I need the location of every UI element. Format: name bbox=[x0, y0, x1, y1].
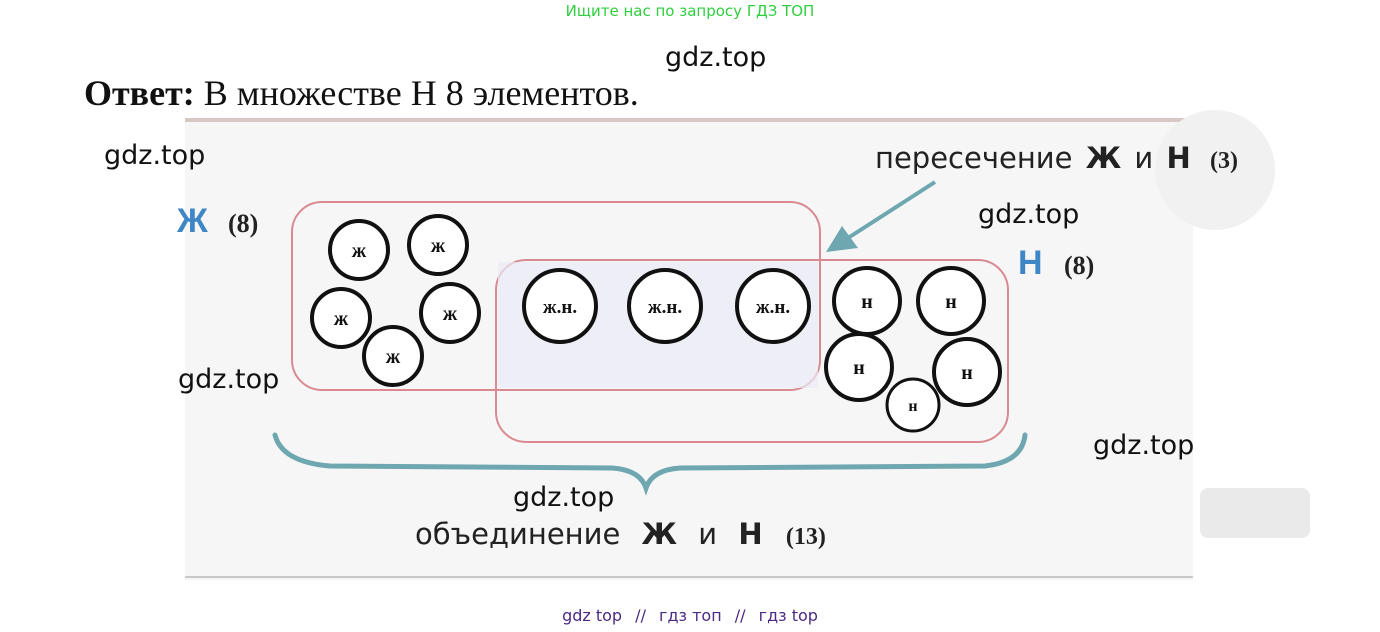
element-circle bbox=[735, 268, 811, 344]
watermark: gdz.top bbox=[1093, 430, 1195, 461]
union-label: объединение Ж и Н (13) bbox=[415, 517, 826, 551]
union-set-a: Ж bbox=[642, 517, 678, 551]
element-label: ж bbox=[386, 346, 401, 368]
set-n-letter: Н bbox=[1018, 244, 1043, 282]
set-zh-count: (8) bbox=[228, 209, 258, 238]
element-zh-n: ж.н. bbox=[735, 268, 811, 344]
footer-link[interactable]: gdz top bbox=[562, 606, 623, 625]
footer-link[interactable]: гдз top bbox=[758, 606, 818, 625]
union-conj: и bbox=[698, 517, 717, 551]
element-label: н bbox=[853, 357, 865, 379]
element-zh: ж bbox=[362, 325, 424, 387]
answer-line: Ответ: В множестве Н 8 элементов. bbox=[84, 72, 639, 114]
watermark: gdz.top bbox=[978, 199, 1080, 230]
element-circle bbox=[522, 268, 598, 344]
intersection-arrow-shaft bbox=[846, 180, 937, 240]
answer-label: Ответ: bbox=[84, 73, 195, 113]
watermark: gdz.top bbox=[665, 42, 767, 73]
element-n: н bbox=[885, 377, 941, 433]
element-circle bbox=[328, 219, 390, 281]
element-circle bbox=[824, 332, 894, 402]
element-label: ж bbox=[443, 303, 458, 325]
element-label: н bbox=[908, 398, 917, 415]
answer-text: В множестве Н 8 элементов. bbox=[203, 73, 639, 113]
union-brace bbox=[272, 432, 1028, 496]
element-n: н bbox=[824, 332, 894, 402]
watermark: gdz.top bbox=[513, 482, 615, 513]
element-circle bbox=[310, 287, 372, 349]
element-label: н bbox=[861, 291, 873, 313]
top-banner[interactable]: Ищите нас по запросу ГДЗ ТОП bbox=[565, 2, 815, 20]
intersection-count: (3) bbox=[1210, 148, 1238, 174]
element-zh-n: ж.н. bbox=[522, 268, 598, 344]
element-label: ж.н. bbox=[756, 297, 790, 318]
element-zh: ж bbox=[310, 287, 372, 349]
element-label: ж bbox=[334, 308, 349, 330]
element-circle bbox=[932, 337, 1002, 407]
intersection-set-b: Н bbox=[1166, 141, 1190, 175]
element-zh: ж bbox=[419, 282, 481, 344]
intersection-label: пересечение Ж и Н (3) bbox=[875, 141, 1238, 175]
faded-box bbox=[1200, 488, 1310, 538]
element-circle bbox=[419, 282, 481, 344]
watermark: gdz.top bbox=[178, 364, 280, 395]
set-zh-letter: Ж bbox=[176, 202, 208, 240]
element-label: ж bbox=[431, 235, 446, 257]
faded-circle bbox=[1155, 110, 1275, 230]
union-count: (13) bbox=[786, 524, 826, 550]
element-n: н bbox=[916, 266, 986, 336]
element-label: н bbox=[945, 291, 957, 313]
footer-separator: // bbox=[635, 606, 646, 625]
union-set-b: Н bbox=[738, 517, 762, 551]
element-circle bbox=[627, 268, 703, 344]
footer-link[interactable]: гдз топ bbox=[659, 606, 722, 625]
intersection-prefix: пересечение bbox=[875, 141, 1072, 175]
watermark: gdz.top bbox=[104, 140, 206, 171]
set-zh-outline bbox=[291, 201, 821, 391]
element-n: н bbox=[832, 266, 902, 336]
intersection-set-a: Ж bbox=[1086, 141, 1122, 175]
element-circle bbox=[407, 214, 469, 276]
set-n-count: (8) bbox=[1064, 251, 1094, 280]
element-label: ж.н. bbox=[648, 297, 682, 318]
footer-links: gdz top // гдз топ // гдз top bbox=[0, 606, 1380, 625]
element-circle bbox=[885, 377, 941, 433]
footer-separator: // bbox=[734, 606, 746, 625]
intersection-conj: и bbox=[1134, 141, 1153, 175]
element-label: ж bbox=[352, 240, 367, 262]
element-zh: ж bbox=[407, 214, 469, 276]
element-circle bbox=[362, 325, 424, 387]
element-zh-n: ж.н. bbox=[627, 268, 703, 344]
set-n-outline bbox=[495, 259, 1009, 443]
union-prefix: объединение bbox=[415, 517, 620, 551]
element-label: ж.н. bbox=[543, 297, 577, 318]
intersection-arrow-head bbox=[826, 226, 858, 252]
element-n: н bbox=[932, 337, 1002, 407]
element-label: н bbox=[961, 362, 973, 384]
element-zh: ж bbox=[328, 219, 390, 281]
element-circle bbox=[916, 266, 986, 336]
